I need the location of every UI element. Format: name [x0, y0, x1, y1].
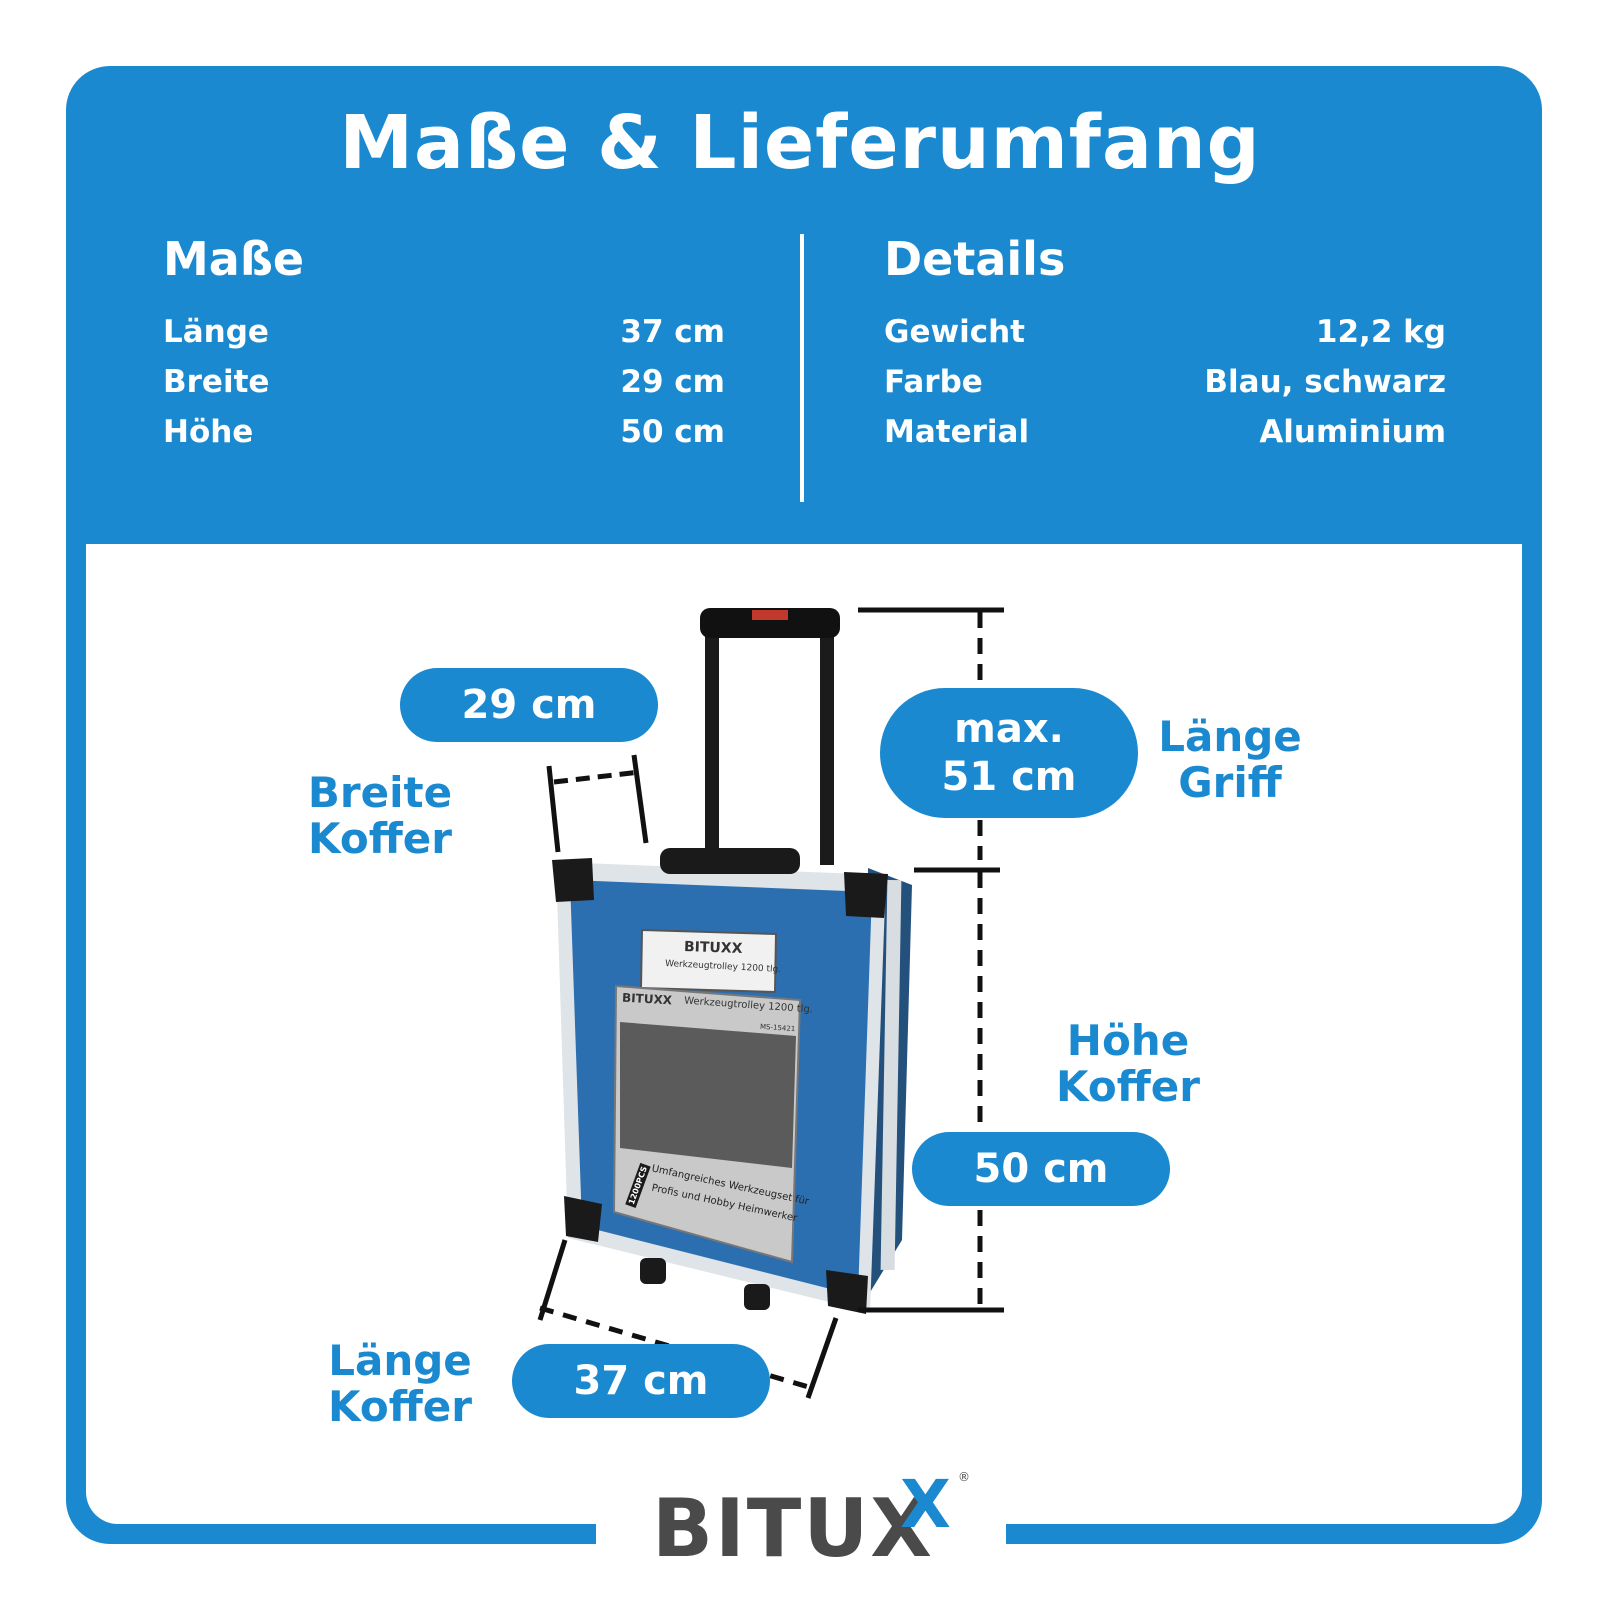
dimension-label-height: Höhe — [163, 414, 254, 450]
detail-value-material: Aluminium — [1259, 414, 1446, 450]
detail-label-weight: Gewicht — [884, 314, 1025, 350]
poster-photo — [620, 1022, 796, 1168]
height-label-line-2: Koffer — [1056, 1062, 1200, 1111]
height-label: Höhe Koffer — [1048, 1018, 1208, 1110]
corner-guards — [552, 858, 888, 1314]
handle-length-value: 51 cm — [941, 754, 1077, 800]
width-label-line-2: Koffer — [308, 814, 452, 863]
width-value-pill: 29 cm — [400, 668, 658, 742]
dimension-value-height: 50 cm — [620, 414, 725, 450]
handle-length-label-line-1: Länge — [1158, 712, 1302, 761]
logo-background — [596, 1520, 1006, 1560]
height-value-pill: 50 cm — [912, 1132, 1170, 1206]
carry-handle — [660, 848, 800, 874]
length-dimension-line — [537, 1239, 839, 1399]
handle-length-label: Länge Griff — [1150, 714, 1310, 806]
length-label: Länge Koffer — [320, 1338, 480, 1430]
wheels — [640, 1258, 770, 1310]
width-label-line-1: Breite — [307, 768, 453, 817]
height-dimension-line — [858, 867, 1004, 1313]
dimensions-heading: Maße — [163, 232, 305, 286]
handle-length-label-line-2: Griff — [1178, 758, 1282, 807]
dimension-value-width: 29 cm — [620, 364, 725, 400]
length-value-pill: 37 cm — [512, 1344, 770, 1418]
width-label: Breite Koffer — [300, 770, 460, 862]
handle-length-pill: max. 51 cm — [880, 688, 1138, 818]
width-dimension-line — [546, 754, 649, 853]
detail-value-color: Blau, schwarz — [1204, 364, 1446, 400]
poster-brand: BITUXX — [621, 990, 673, 1008]
dimension-label-width: Breite — [163, 364, 270, 400]
column-divider — [800, 234, 804, 502]
length-label-line-2: Koffer — [328, 1382, 472, 1431]
details-heading: Details — [884, 232, 1066, 286]
detail-label-color: Farbe — [884, 364, 983, 400]
handle-length-max: max. — [954, 706, 1064, 752]
plate-brand: BITUXX — [683, 938, 743, 958]
height-label-line-1: Höhe — [1066, 1016, 1190, 1065]
brand-logo-x: X — [900, 1466, 951, 1543]
registered-mark: ® — [958, 1470, 970, 1484]
dimension-value-length: 37 cm — [620, 314, 725, 350]
brand-logo-text: BITUX — [652, 1482, 934, 1575]
detail-value-weight: 12,2 kg — [1315, 314, 1446, 350]
case-side-trim — [880, 879, 902, 1271]
page-title: Maße & Lieferumfang — [339, 100, 1261, 186]
name-plate — [639, 928, 778, 994]
telescopic-handle — [700, 608, 840, 865]
length-label-line-1: Länge — [328, 1336, 472, 1385]
handle-dimension-line — [858, 607, 1004, 860]
dimension-label-length: Länge — [163, 314, 269, 350]
detail-label-material: Material — [884, 414, 1030, 450]
